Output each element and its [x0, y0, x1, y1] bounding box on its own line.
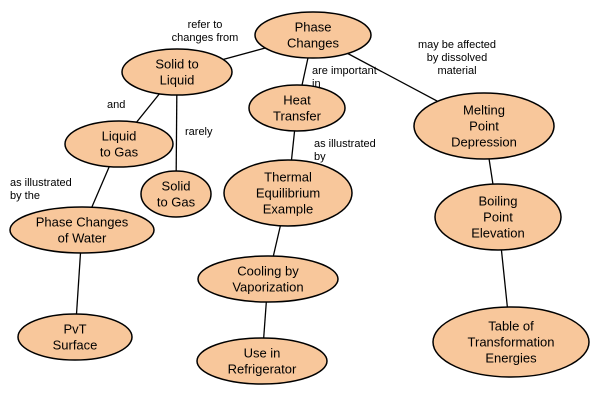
link-label-may-be-affected-line-0: may be affected: [418, 39, 496, 51]
node-label-melting-point-depression-line-2: Depression: [451, 135, 517, 150]
node-label-solid-to-liquid-line-0: Solid to: [155, 57, 198, 72]
node-label-melting-point-depression-line-1: Point: [469, 119, 499, 134]
node-label-cooling-by-vaporization-line-0: Cooling by: [237, 264, 299, 279]
node-shape-pvt-surface: [17, 313, 133, 361]
node-shape-boiling-point-elevation: [434, 183, 562, 251]
node-label-solid-to-gas-line-0: Solid: [162, 179, 191, 194]
node-label-heat-transfer-line-1: Transfer: [273, 109, 322, 124]
node-label-pvt-surface-line-0: PvT: [63, 322, 86, 337]
node-label-melting-point-depression-line-0: Melting: [463, 103, 505, 118]
node-label-thermal-equilibrium-example-line-0: Thermal: [264, 170, 312, 185]
node-label-thermal-equilibrium-example-line-1: Equilibrium: [256, 186, 320, 201]
node-label-use-in-refrigerator-line-1: Refrigerator: [228, 362, 297, 377]
link-label-as-illustrated-by-line-1: by: [314, 151, 326, 163]
node-label-solid-to-liquid-line-1: Liquid: [160, 73, 195, 88]
node-label-liquid-to-gas-line-0: Liquid: [102, 129, 137, 144]
link-label-may-be-affected-line-2: material: [437, 65, 476, 77]
node-label-liquid-to-gas-line-1: to Gas: [100, 145, 139, 160]
node-shape-phase-changes: [254, 11, 372, 59]
link-label-refer-to-changes-from-line-1: changes from: [172, 32, 239, 44]
link-label-and-line-0: and: [107, 99, 125, 111]
node-label-heat-transfer-line-0: Heat: [283, 93, 311, 108]
node-label-table-of-transformation-energies-line-2: Energies: [485, 351, 537, 366]
link-label-are-important-in-line-1: in: [312, 78, 321, 90]
node-label-table-of-transformation-energies-line-1: Transformation: [468, 335, 555, 350]
link-label-refer-to-changes-from-line-0: refer to: [188, 19, 223, 31]
node-label-phase-changes-of-water-line-0: Phase Changes: [36, 215, 129, 230]
node-shape-cooling-by-vaporization: [197, 255, 339, 303]
node-label-boiling-point-elevation-line-2: Elevation: [471, 226, 524, 241]
node-label-use-in-refrigerator-line-0: Use in: [244, 346, 281, 361]
node-label-solid-to-gas-line-1: to Gas: [157, 195, 196, 210]
node-shape-solid-to-gas: [140, 170, 212, 218]
node-label-phase-changes-of-water-line-1: of Water: [58, 231, 107, 246]
node-label-phase-changes-line-0: Phase: [295, 20, 332, 35]
node-label-cooling-by-vaporization-line-1: Vaporization: [232, 280, 303, 295]
node-label-phase-changes-line-1: Changes: [287, 36, 340, 51]
node-shape-solid-to-liquid: [121, 48, 233, 96]
node-shape-thermal-equilibrium-example: [223, 159, 353, 227]
link-label-as-illustrated-by-the-line-0: as illustrated: [10, 177, 72, 189]
link-label-rarely-line-0: rarely: [185, 126, 213, 138]
node-shape-heat-transfer: [248, 84, 346, 132]
link-label-as-illustrated-by-the-line-1: by the: [10, 190, 40, 202]
link-label-may-be-affected-line-1: by dissolved: [427, 52, 488, 64]
node-label-pvt-surface-line-1: Surface: [53, 338, 98, 353]
node-label-thermal-equilibrium-example-line-2: Example: [263, 202, 314, 217]
node-shape-melting-point-depression: [413, 92, 555, 160]
node-label-table-of-transformation-energies-line-0: Table of: [488, 319, 534, 334]
node-shape-liquid-to-gas: [64, 120, 174, 168]
node-shape-table-of-transformation-energies: [432, 306, 590, 378]
node-label-boiling-point-elevation-line-0: Boiling: [478, 194, 517, 209]
node-shape-use-in-refrigerator: [196, 337, 328, 385]
node-label-boiling-point-elevation-line-1: Point: [483, 210, 513, 225]
node-shape-phase-changes-of-water: [9, 206, 155, 254]
link-label-as-illustrated-by-line-0: as illustrated: [314, 138, 376, 150]
link-label-are-important-in-line-0: are important: [312, 65, 377, 77]
